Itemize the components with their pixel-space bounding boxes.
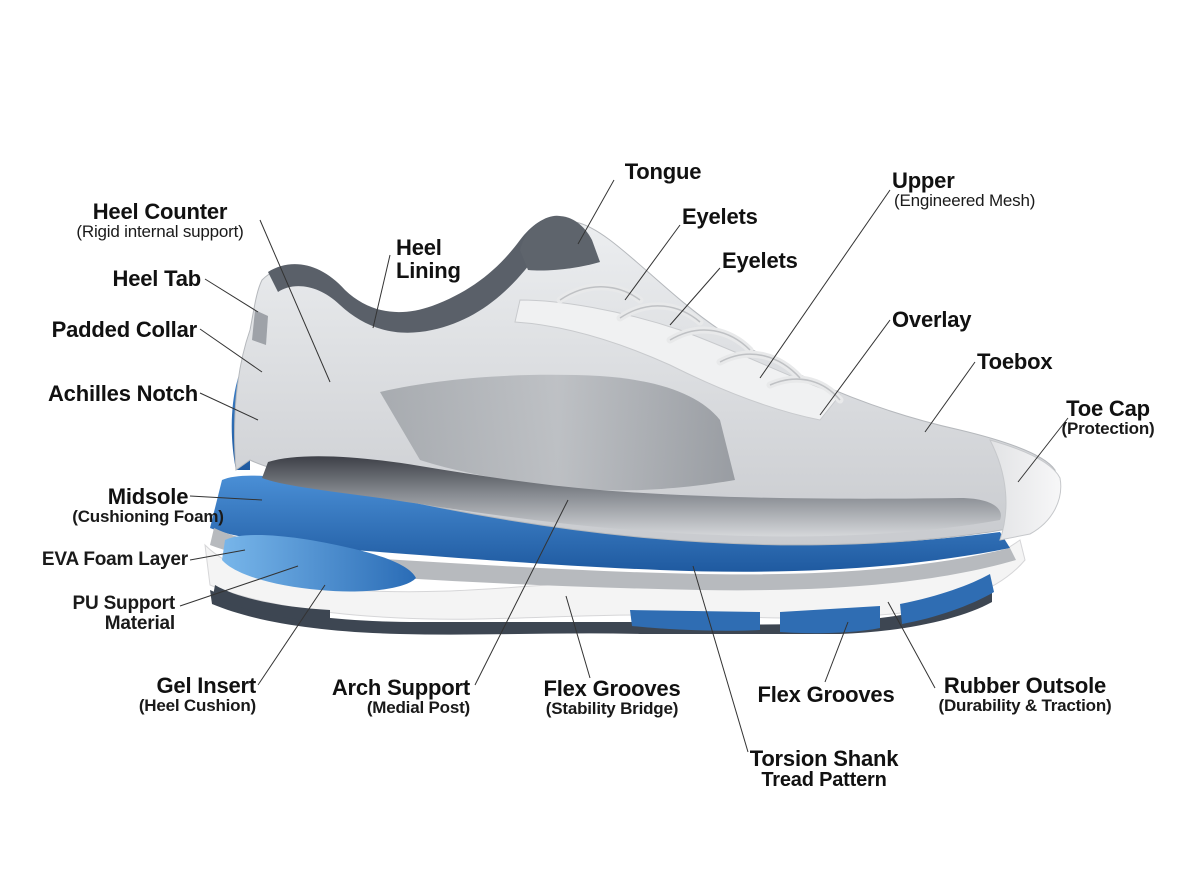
collar-lining: [268, 215, 572, 333]
label-eyelets-1: Eyelets: [682, 205, 758, 228]
label-padded-collar-title: Padded Collar: [51, 317, 198, 342]
leader-upper: [759, 189, 891, 379]
label-rubber-outsole-sub: (Durability & Traction): [938, 696, 1112, 716]
blue-outsole-forefoot-2: [780, 606, 880, 634]
label-torsion-shank-title2: Tread Pattern: [761, 769, 887, 792]
label-torsion-shank-title: Torsion Shank: [749, 746, 899, 771]
label-eva-foam: EVA Foam Layer: [42, 550, 188, 570]
label-flex-grooves-1: Flex Grooves (Stability Bridge): [544, 677, 681, 718]
leader-heel-counter: [259, 219, 331, 383]
label-eva-foam-title: EVA Foam Layer: [41, 549, 188, 570]
label-toebox-title: Toebox: [977, 349, 1053, 374]
label-upper-sub: (Engineered Mesh): [894, 191, 1036, 211]
blue-outsole-heel: [213, 585, 330, 622]
midsole-blue-band: [210, 475, 1010, 572]
label-heel-counter-sub: (Rigid internal support): [76, 222, 244, 242]
label-tongue: Tongue: [625, 160, 702, 183]
label-heel-tab-title: Heel Tab: [112, 266, 202, 291]
label-heel-lining-title2: Lining: [396, 258, 461, 284]
label-pu-support: PU Support Material: [73, 594, 176, 634]
leader-eyelets-1: [624, 224, 681, 301]
label-toe-cap-sub: (Protection): [1061, 419, 1155, 439]
label-gel-insert-title: Gel Insert: [156, 673, 257, 698]
leader-torsion-shank: [692, 565, 749, 753]
leader-pu-support: [179, 565, 299, 607]
label-arch-support-title: Arch Support: [331, 675, 470, 700]
label-achilles-notch: Achilles Notch: [48, 382, 198, 405]
blue-outsole-forefoot-1: [630, 610, 760, 631]
label-padded-collar: Padded Collar: [51, 317, 198, 342]
gel-insert-shape: [222, 534, 416, 592]
lacing-area: [514, 299, 841, 421]
label-heel-counter-title: Heel Counter: [92, 199, 228, 224]
leader-toebox: [924, 361, 976, 433]
label-overlay: Overlay: [892, 307, 972, 332]
label-eyelets-2: Eyelets: [722, 249, 798, 272]
white-sole: [204, 539, 1026, 620]
label-heel-lining: Heel Lining: [396, 236, 461, 282]
label-toe-cap: Toe Cap (Protection): [1062, 397, 1155, 438]
leader-achilles-notch: [199, 392, 259, 421]
label-flex-grooves-1-sub: (Stability Bridge): [545, 699, 679, 719]
label-flex-grooves-2-title: Flex Grooves: [757, 682, 895, 707]
label-upper-title: Upper: [892, 168, 955, 193]
label-midsole: Midsole (Cushioning Foam): [72, 484, 224, 527]
lace-outlines: [559, 286, 841, 401]
label-rubber-outsole-title: Rubber Outsole: [943, 673, 1107, 698]
leader-padded-collar: [199, 328, 263, 373]
label-pu-support-title: PU Support: [72, 593, 176, 614]
insole-cutaway: [262, 456, 1001, 537]
label-tongue-title: Tongue: [624, 159, 702, 184]
label-heel-lining-title: Heel: [396, 235, 442, 260]
leader-toe-cap: [1017, 417, 1069, 483]
leader-tongue: [577, 179, 615, 245]
label-eyelets-1-title: Eyelets: [682, 204, 758, 229]
toe-cap-shape: [989, 439, 1062, 541]
label-achilles-notch-title: Achilles Notch: [47, 381, 198, 406]
label-arch-support: Arch Support (Medial Post): [332, 676, 470, 717]
label-gel-insert-sub: (Heel Cushion): [138, 696, 256, 716]
leader-heel-tab: [204, 278, 259, 313]
blue-outsole-toe: [900, 574, 994, 624]
label-gel-insert: Gel Insert (Heel Cushion): [139, 674, 256, 715]
leader-midsole: [189, 495, 263, 501]
leader-overlay: [819, 319, 891, 416]
label-eyelets-2-title: Eyelets: [722, 248, 798, 273]
leader-heel-lining: [372, 254, 391, 329]
leader-gel-insert: [257, 584, 326, 686]
label-torsion-shank: Torsion Shank Tread Pattern: [750, 747, 899, 791]
leader-eva-foam: [189, 549, 246, 561]
leader-rubber-outsole: [887, 601, 936, 689]
tongue-shape: [520, 216, 600, 271]
label-upper: Upper (Engineered Mesh): [892, 169, 1035, 210]
label-heel-counter: Heel Counter (Rigid internal support): [76, 200, 243, 241]
label-toebox: Toebox: [977, 349, 1053, 374]
label-toe-cap-title: Toe Cap: [1066, 396, 1150, 421]
label-heel-tab: Heel Tab: [112, 266, 202, 291]
label-flex-grooves-1-title: Flex Grooves: [543, 676, 681, 701]
leader-flex-grooves-1: [565, 595, 591, 679]
leader-eyelets-2: [669, 267, 721, 326]
leader-arch-support: [474, 499, 569, 686]
label-arch-support-sub: (Medial Post): [366, 698, 470, 718]
quarter-panel: [380, 374, 735, 491]
label-overlay-title: Overlay: [892, 307, 972, 332]
label-flex-grooves-2: Flex Grooves: [758, 683, 895, 706]
label-rubber-outsole: Rubber Outsole (Durability & Traction): [939, 674, 1112, 715]
leader-flex-grooves-2: [824, 621, 849, 683]
label-midsole-sub: (Cushioning Foam): [72, 507, 224, 527]
label-pu-support-title2: Material: [104, 612, 175, 634]
heel-tab-shape: [252, 310, 268, 345]
label-midsole-title: Midsole: [107, 484, 189, 509]
outsole-tread: [210, 590, 992, 635]
